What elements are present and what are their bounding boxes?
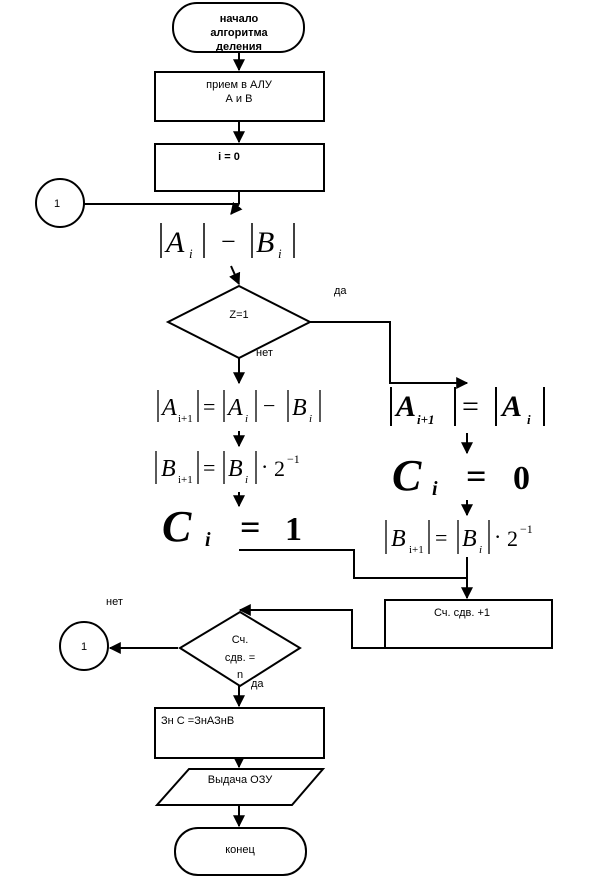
fla-a: A [160,395,177,421]
formula-right-c: C i = 0 [392,451,530,500]
flb-two: 2 [274,456,285,481]
shift-counter-label: Сч. сдв. +1 [434,607,490,619]
receive-block: прием в АЛУ А и В [154,71,325,122]
fs-minus: − [221,227,236,256]
fla-sub-i: i [245,413,248,425]
end-terminal: конец [174,827,307,876]
init-label: i = 0 [218,151,240,163]
fla-a2: A [226,395,243,421]
formula-right-b-update: B i+1 = B i · 2 −1 [385,520,533,556]
frc-eq: = [466,456,487,496]
branch-yes-z: да [334,285,347,297]
fla-sub-b: i [309,413,312,425]
frb-sub-next: i+1 [409,544,424,556]
flb-sub-next: i+1 [178,474,193,486]
connector-bottom-label: 1 [81,641,87,653]
fla-eq: = [203,394,215,419]
fra-sub-next: i+1 [417,412,435,427]
flb-sub-i: i [245,474,248,486]
fs-a: A [164,226,185,259]
end-label: конец [225,844,255,856]
fla-sub-next: i+1 [178,413,193,425]
sign-block: Зн С =ЗнАЗнВ [154,707,325,759]
frb-eq: = [435,525,447,550]
branch-yes-shift: да [251,678,264,690]
fla-b: B [292,395,307,421]
fra-a: A [394,390,416,423]
fs-bi: i [278,246,282,261]
decision-z-label: Z=1 [229,309,248,321]
fs-b: B [256,226,274,259]
start-terminal: начало алгоритма деления [172,2,305,53]
sign-label: Зн С =ЗнАЗнВ [161,715,234,727]
frc-sub: i [432,478,438,500]
flc-val: 1 [285,511,302,548]
formula-left-c: C i = 1 [162,502,302,551]
frb-two: 2 [507,526,518,551]
formula-subtract: A i − B i [160,223,295,261]
start-line1: начало [220,13,259,25]
fra-a2: A [500,390,522,423]
fra-sub-i: i [527,412,531,427]
frb-b2: B [462,526,477,552]
branch-no-shift: нет [106,596,123,608]
formula-right-a-update: A i+1 = A i [390,387,545,427]
decision-shift-line1: Сч. [232,634,249,646]
flb-exp: −1 [287,452,300,466]
flow-lines [84,52,473,828]
connector-top-label: 1 [54,198,60,210]
frc-c: C [392,451,422,500]
output-label: Выдача ОЗУ [208,774,274,786]
frc-val: 0 [513,460,530,497]
fla-minus: − [263,393,275,418]
flb-eq: = [203,455,215,480]
flc-c: C [162,502,192,551]
flb-b2: B [228,456,243,482]
connector-top: 1 [35,178,85,228]
decision-shift: Сч. сдв. = n [178,610,302,688]
decision-shift-line2: сдв. = [225,652,255,664]
decision-z: Z=1 [165,284,313,360]
output-block: Выдача ОЗУ [154,768,326,806]
flb-b: B [161,456,176,482]
formula-left-b-update: B i+1 = B i · 2 −1 [155,451,300,486]
formula-left-a-update: A i+1 = A i − B i [157,390,321,425]
fs-ai: i [189,246,193,261]
shift-counter-block: Сч. сдв. +1 [384,599,553,649]
frb-b: B [391,526,406,552]
start-line3: деления [216,41,262,53]
init-block: i = 0 [154,143,325,192]
frb-exp: −1 [520,522,533,536]
receive-line1: прием в АЛУ [206,79,273,91]
frb-sub-i: i [479,544,482,556]
decision-shift-line3: n [237,669,243,681]
flb-dot: · [261,454,268,479]
receive-line2: А и В [226,93,253,105]
fra-eq: = [462,390,479,423]
flc-eq: = [240,507,261,547]
start-line2: алгоритма [210,27,268,39]
branch-no-z: нет [256,347,273,359]
flc-sub: i [205,529,211,551]
frb-dot: · [494,524,501,549]
connector-bottom: 1 [59,621,109,671]
